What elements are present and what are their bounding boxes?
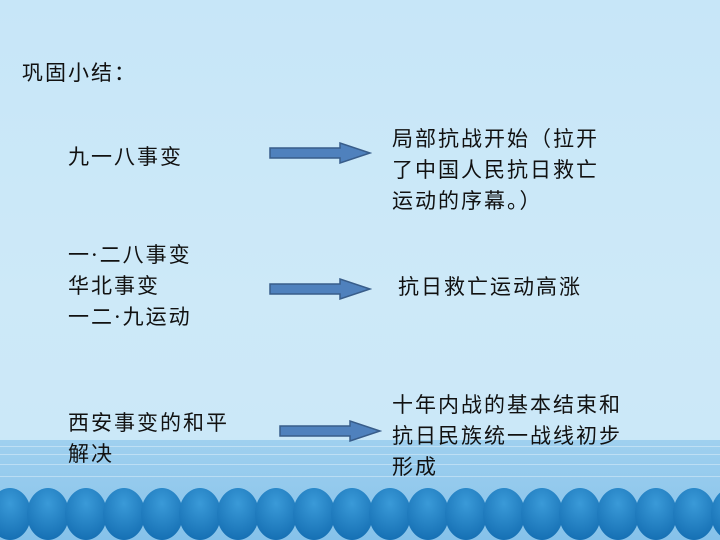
wave-bump bbox=[255, 488, 297, 540]
result-text-1: 局部抗战开始（拉开 了中国人民抗日救亡 运动的序幕。） bbox=[392, 127, 599, 213]
wave-bump bbox=[103, 488, 145, 540]
event-label-2: 一·二八事变 华北事变 一二·九运动 bbox=[68, 243, 192, 329]
arrow-right-icon bbox=[269, 278, 372, 300]
wave-decoration bbox=[0, 488, 720, 540]
wave-bump bbox=[711, 492, 720, 536]
result-text-3: 十年内战的基本结束和 抗日民族统一战线初步 形成 bbox=[392, 393, 622, 479]
wave-bump bbox=[27, 488, 69, 540]
wave-bump bbox=[483, 488, 525, 540]
event-label-3: 西安事变的和平 解决 bbox=[68, 411, 229, 466]
wave-bump bbox=[331, 488, 373, 540]
result-text-2: 抗日救亡运动高涨 bbox=[398, 275, 582, 299]
arrow-right-icon bbox=[279, 420, 382, 442]
page-title: 巩固小结： bbox=[22, 61, 137, 85]
wave-bump bbox=[407, 488, 449, 540]
event-label-1: 九一八事变 bbox=[68, 145, 183, 169]
wave-bump bbox=[597, 488, 639, 540]
wave-bump bbox=[65, 488, 107, 540]
wave-bump bbox=[445, 488, 487, 540]
wave-bump bbox=[559, 488, 601, 540]
wave-bump bbox=[673, 488, 715, 540]
wave-bump bbox=[217, 488, 259, 540]
arrow-right-icon bbox=[269, 142, 372, 164]
wave-bump bbox=[293, 488, 335, 540]
wave-bump bbox=[635, 488, 677, 540]
wave-bump bbox=[179, 488, 221, 540]
wave-bump bbox=[0, 488, 31, 540]
wave-bump bbox=[369, 488, 411, 540]
wave-bump bbox=[521, 488, 563, 540]
wave-bump bbox=[141, 488, 183, 540]
